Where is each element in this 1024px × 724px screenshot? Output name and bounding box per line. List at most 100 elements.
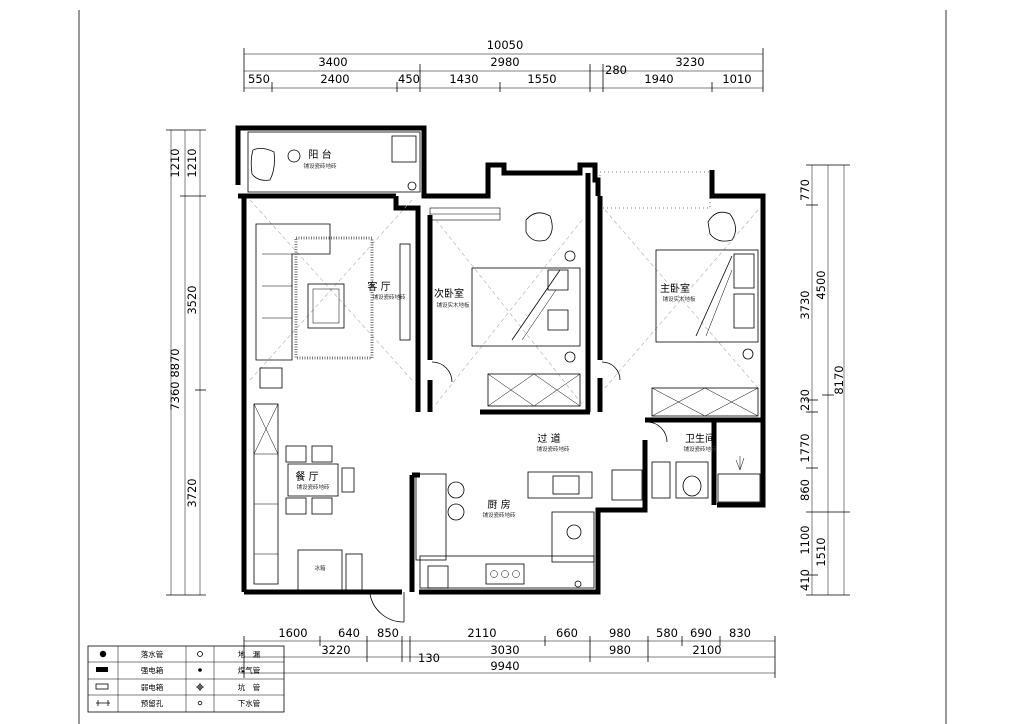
fixture-label-washer: 冰箱 [314, 564, 326, 572]
dim-left-inner-2: 3520 [185, 285, 199, 314]
dim-top-r3-2: 2400 [320, 72, 349, 86]
dim-bottom-total: 9940 [490, 659, 519, 673]
dim-bottom-r1-8: 690 [690, 626, 712, 640]
dim-bottom-r2-4: 980 [609, 643, 631, 657]
sofa-icon [255, 223, 331, 361]
dim-right-inner-5: 860 [798, 479, 812, 501]
dim-right-outer-1: 4500 [814, 270, 828, 299]
legend-left-2: 强电箱 [141, 665, 164, 675]
legend-table: 落水管 强电箱 弱电箱 预留孔 地 漏 煤气管 坑 管 下水管 [87, 645, 285, 713]
legend-left-3: 弱电箱 [141, 682, 164, 692]
armchair-icon [707, 211, 736, 242]
dim-bottom-r1-4: 2110 [467, 626, 496, 640]
dim-left-inner-1: 1210 [185, 148, 199, 177]
master-bed [655, 249, 759, 343]
double-bed [471, 267, 581, 347]
dim-top-r2-1: 3400 [318, 55, 347, 69]
right-dimensions: 4500 8170 1510 770 3730 230 1770 860 110… [798, 164, 850, 596]
power-box-legend-icon [96, 667, 108, 672]
toilet [675, 461, 709, 499]
rug [294, 236, 374, 360]
drain-pipe-legend-icon [99, 650, 107, 658]
dim-bottom-r1-2: 640 [338, 626, 360, 640]
hallway: 过 道 铺设瓷砖地砖 [536, 421, 668, 453]
dim-bottom-r1-6: 980 [609, 626, 631, 640]
dim-right-inner-7: 410 [798, 569, 812, 591]
dim-top-r2-4: 3230 [675, 55, 704, 69]
dim-bottom-r1-5: 660 [556, 626, 578, 640]
dim-right-outer-2: 8170 [832, 365, 846, 394]
dim-top-r3-6: 1940 [644, 72, 673, 86]
dining-room: 冰箱 餐 厅 铺设瓷砖地砖 [253, 403, 363, 591]
dim-right-inner-6: 1100 [798, 525, 812, 554]
left-dimensions: 8870 1210 7360 1210 3520 3720 [166, 129, 206, 596]
legend-left-4: 预留孔 [141, 698, 164, 708]
chair-icon [525, 212, 553, 242]
top-dimensions: 10050 3400 2980 280 3230 550 2400 450 14… [243, 38, 764, 92]
dim-bottom-r2-2: 130 [418, 651, 440, 665]
living-room: 客 厅 铺设瓷砖地砖 [249, 199, 413, 389]
dim-left-inner-3: 3720 [185, 478, 199, 507]
dim-bottom-r2-1: 3220 [321, 643, 350, 657]
pit-pipe-legend-icon [196, 683, 204, 691]
room-name-living: 客 厅 [367, 280, 390, 293]
dim-bottom-r1-7: 580 [656, 626, 678, 640]
dining-cabinet [253, 403, 279, 585]
bathroom: 卫生间 铺设瓷砖地砖 [651, 432, 761, 503]
dim-bottom-r1-1: 1600 [278, 626, 307, 640]
lounge-chair-icon [250, 148, 275, 181]
dim-top-r3-4: 1430 [449, 72, 478, 86]
room-floor-master-bedroom: 铺设实木地板 [662, 295, 696, 303]
stove-icon [485, 563, 525, 585]
shower-area [717, 473, 761, 503]
master-bedroom: 主卧室 铺设实木地板 [599, 171, 759, 417]
legend-right-4: 下水管 [238, 698, 261, 708]
room-name-dining: 餐 厅 [295, 470, 318, 483]
dim-right-inner-4: 1770 [798, 433, 812, 462]
room-floor-kitchen: 铺设瓷砖地砖 [482, 511, 516, 519]
room-floor-balcony: 铺设瓷砖地砖 [303, 162, 337, 170]
dining-table [287, 463, 339, 497]
dim-top-total: 10050 [487, 38, 524, 52]
room-name-bathroom: 卫生间 [685, 432, 715, 445]
balcony: 阳 台 铺设瓷砖地砖 [247, 131, 421, 193]
dim-top-r3-1: 550 [248, 72, 270, 86]
legend-right-3: 坑 管 [238, 682, 261, 692]
dim-top-r2-2: 2980 [490, 55, 519, 69]
dim-top-r3-5: 1550 [527, 72, 556, 86]
dim-right-inner-1: 770 [798, 179, 812, 201]
floor-drain-legend-icon [197, 651, 203, 657]
reserved-hole-legend-icon [96, 700, 110, 706]
dim-top-r2-3: 280 [605, 63, 627, 77]
dim-bottom-r2-5: 2100 [692, 643, 721, 657]
counter-top [527, 471, 593, 499]
dim-bottom-r1-9: 830 [729, 626, 751, 640]
room-name-second-bedroom: 次卧室 [434, 287, 464, 300]
room-floor-second-bedroom: 铺设实木地板 [436, 301, 470, 309]
fridge [297, 549, 343, 591]
kitchen-counter [419, 555, 595, 589]
dim-right-inner-2: 3730 [798, 290, 812, 319]
room-name-master-bedroom: 主卧室 [660, 282, 690, 295]
room-name-hallway: 过 道 [537, 432, 560, 445]
drain-pipe-icon [287, 149, 301, 163]
dim-top-r3-3: 450 [398, 72, 420, 86]
dim-top-r3-7: 1010 [722, 72, 751, 86]
drain-down-legend-icon [197, 700, 203, 706]
room-floor-bathroom: 铺设瓷砖地砖 [683, 445, 717, 453]
room-name-kitchen: 厨 房 [487, 498, 510, 511]
room-name-balcony: 阳 台 [308, 148, 331, 161]
coffee-table [307, 283, 345, 329]
wardrobe [487, 373, 581, 407]
legend-right-1: 地 漏 [238, 649, 261, 659]
kitchen: 厨 房 铺设瓷砖地砖 [415, 469, 643, 589]
second-bedroom: 次卧室 铺设实木地板 [429, 207, 583, 407]
entry-door [369, 592, 405, 623]
dim-bottom-r1-3: 850 [377, 626, 399, 640]
dim-right-inner-3: 230 [798, 389, 812, 411]
kitchen-island [415, 473, 447, 561]
legend-left-1: 落水管 [141, 649, 164, 659]
room-floor-dining: 铺设瓷砖地砖 [296, 483, 330, 491]
